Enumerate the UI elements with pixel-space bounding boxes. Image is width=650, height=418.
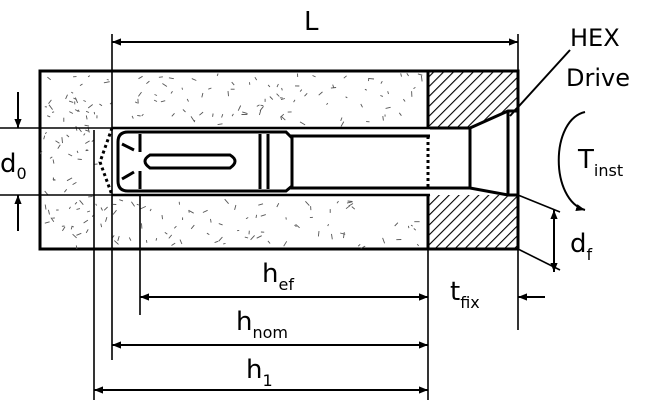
label-hex: HEX [570, 24, 620, 52]
label-L: L [304, 7, 319, 37]
label-d0: d0 [0, 149, 27, 183]
label-h1: h1 [246, 355, 273, 390]
label-hnom: hnom [236, 307, 288, 342]
label-df: df [570, 229, 593, 264]
label-tfix: tfix [450, 277, 480, 312]
label-hef: hef [262, 259, 294, 294]
label-tinst: Tinst [577, 145, 623, 180]
label-drive: Drive [566, 64, 630, 92]
